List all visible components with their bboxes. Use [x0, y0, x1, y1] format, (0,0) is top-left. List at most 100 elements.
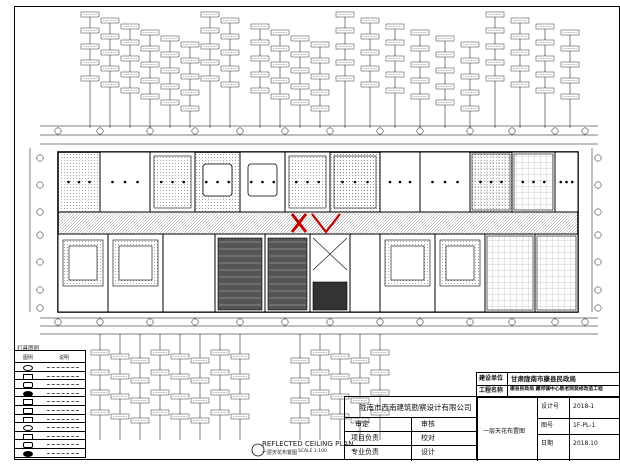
meta-value-0: 2018-1: [573, 403, 595, 410]
ceiling-light: [408, 180, 412, 184]
legend-desc-line: [47, 384, 79, 386]
legend-desc-line: [47, 444, 79, 446]
legend-row: [15, 405, 85, 415]
legend-symbol-icon: [23, 442, 33, 449]
ceiling-light: [67, 180, 70, 184]
axis-bubble: [281, 318, 289, 326]
axis-bubble: [594, 231, 602, 239]
axis-bubble: [416, 127, 424, 135]
elevator-cross: [312, 237, 348, 271]
axis-bubble: [191, 318, 199, 326]
ceiling-light: [559, 180, 563, 184]
axis-bubble: [36, 258, 44, 266]
legend-row: [15, 439, 85, 449]
ceiling-light: [341, 180, 344, 184]
ceiling-light: [216, 180, 219, 184]
ceiling-light: [77, 180, 81, 184]
legend-row: [15, 448, 85, 458]
legend-desc-line: [47, 410, 79, 411]
drawing-name: 一层天花布置图: [483, 428, 526, 435]
legend-desc-line: [47, 435, 79, 437]
axis-bubble: [326, 318, 334, 326]
axis-bubble: [146, 318, 154, 326]
red-mark: [311, 213, 341, 234]
legend-row: [15, 413, 85, 424]
room-lower: [349, 233, 381, 313]
ceiling-light: [306, 180, 309, 184]
company-name: 陇南市西南建筑勘察设计有限公司: [359, 403, 472, 412]
axis-bubble: [376, 127, 384, 135]
role-check: 校对: [421, 434, 435, 442]
legend-col-symbol: 图例: [23, 355, 34, 361]
owner-label: 建设单位: [479, 375, 504, 382]
axis-bubble: [581, 127, 589, 135]
ceiling-light: [489, 180, 493, 184]
legend-title: 灯具图例: [17, 346, 40, 352]
ceiling-recess: [118, 245, 153, 281]
legend-desc-line: [47, 453, 79, 454]
axis-bubble: [146, 127, 154, 135]
legend-col-desc: 说明: [59, 355, 70, 361]
legend-symbol-icon: [23, 433, 33, 440]
ceiling-light: [204, 180, 208, 184]
axis-bubble: [326, 127, 334, 135]
axis-bubble: [376, 318, 384, 326]
legend-desc-line: [47, 392, 79, 394]
axis-bubble: [191, 127, 199, 135]
meta-value-1: 1F-PL-1: [573, 422, 596, 429]
legend-symbol-icon: [23, 408, 33, 414]
top-callout-notes: [80, 11, 580, 128]
legend-row: [15, 422, 85, 432]
ceiling-recess: [445, 245, 475, 281]
meta-value-2: 2018.10: [573, 440, 598, 447]
axis-bubble: [96, 127, 104, 135]
ceiling-light: [136, 180, 139, 184]
axis-bubble: [508, 318, 516, 326]
plan-caption-scale: SCALE 1:100: [298, 449, 327, 454]
ceiling-light: [570, 180, 574, 184]
plan-caption-cn: 一层天花布置图: [262, 450, 298, 456]
ceiling-light: [431, 180, 434, 184]
meta-label-2: 日期: [541, 440, 554, 447]
ceiling-light: [294, 180, 298, 184]
legend-desc-line: [47, 427, 79, 429]
axis-bubble: [594, 208, 602, 216]
ceiling-light: [159, 180, 163, 184]
axis-bubble: [594, 286, 602, 294]
room-upper: [57, 151, 101, 213]
ceiling-light: [542, 180, 546, 184]
dimension-lines: [29, 125, 602, 335]
axis-bubble: [54, 127, 62, 135]
legend-symbol-icon: [23, 399, 33, 406]
legend-row: [15, 370, 85, 381]
ceiling-light: [272, 180, 276, 184]
axis-bubble: [36, 208, 44, 216]
role-design: 设计: [421, 448, 435, 456]
ceiling-light: [388, 180, 392, 184]
axis-bubble: [594, 181, 602, 189]
legend-desc-line: [47, 367, 79, 368]
bottom-callout-notes: [90, 334, 390, 457]
axis-bubble: [36, 286, 44, 294]
axis-bubble: [466, 127, 474, 135]
plan-caption-bubble: [251, 443, 265, 457]
legend-symbol-icon: [23, 382, 33, 389]
ceiling-grid: [536, 235, 577, 311]
ceiling-light: [521, 180, 525, 184]
ceiling-light: [366, 180, 369, 184]
axis-bubble: [594, 154, 602, 162]
axis-bubble: [594, 304, 602, 312]
ceiling-light: [353, 180, 357, 184]
axis-bubble: [96, 318, 104, 326]
plan-caption-en: REFLECTED CEILING PLAN: [262, 440, 354, 448]
ceiling-light: [565, 180, 568, 184]
ceiling-light: [249, 180, 253, 184]
ceiling-light: [88, 180, 91, 184]
ceiling-grid: [486, 235, 534, 311]
axis-bubble: [36, 181, 44, 189]
ceiling-recess: [247, 163, 278, 197]
role-project-lead: 项目负责: [351, 434, 379, 442]
legend-row: [15, 379, 85, 389]
